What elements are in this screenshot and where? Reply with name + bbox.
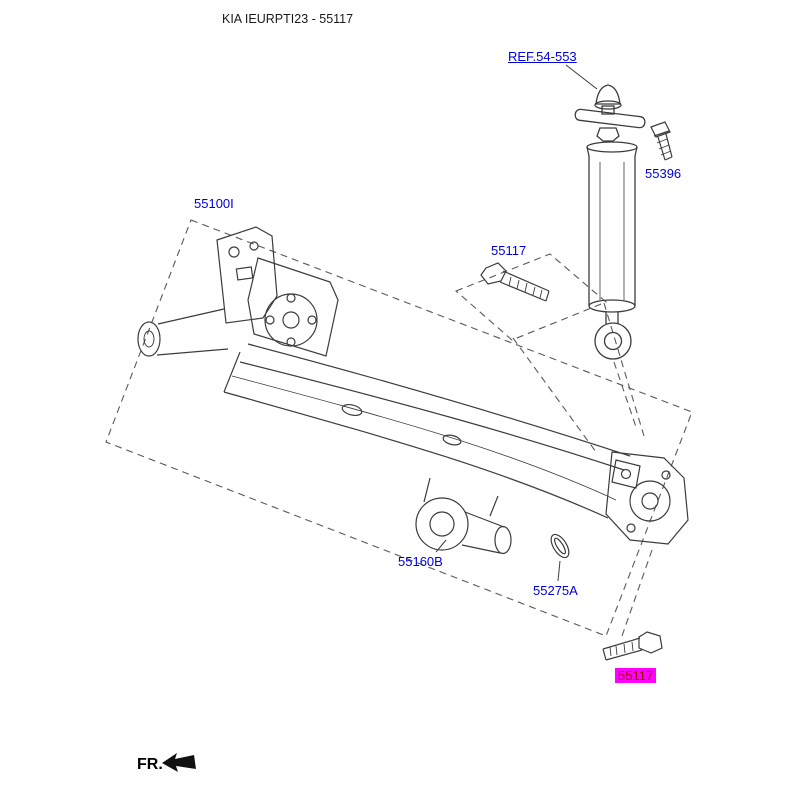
clip-55275A-drawing <box>550 533 570 559</box>
lower-bolt-55117-drawing <box>602 631 663 661</box>
part-label-55117-upper[interactable]: 55117 <box>491 243 527 258</box>
part-label-55396[interactable]: 55396 <box>645 166 682 181</box>
upper-bolt-55117-drawing <box>480 262 550 302</box>
part-label-55275a[interactable]: 55275A <box>533 583 578 598</box>
diagram-title: KIA IEURPTI23 - 55117 <box>222 12 354 26</box>
shock-absorber-drawing <box>574 84 646 360</box>
axle-crossmember-drawing <box>137 226 689 545</box>
part-label-ref-54-553[interactable]: REF.54-553 <box>508 49 577 64</box>
part-label-55160b[interactable]: 55160B <box>398 554 443 569</box>
assembly-boundary-dashed <box>105 219 693 637</box>
part-label-55117-selected[interactable]: 55117 <box>615 668 657 683</box>
leader-lines <box>435 64 598 582</box>
fr-direction-arrow-icon <box>162 753 196 772</box>
shock-mount-bolt-55396-drawing <box>650 121 673 161</box>
part-label-55100i[interactable]: 55100I <box>194 196 234 211</box>
trailing-bushing-55160B-drawing <box>415 477 512 555</box>
fr-direction-label: FR. <box>137 756 163 773</box>
